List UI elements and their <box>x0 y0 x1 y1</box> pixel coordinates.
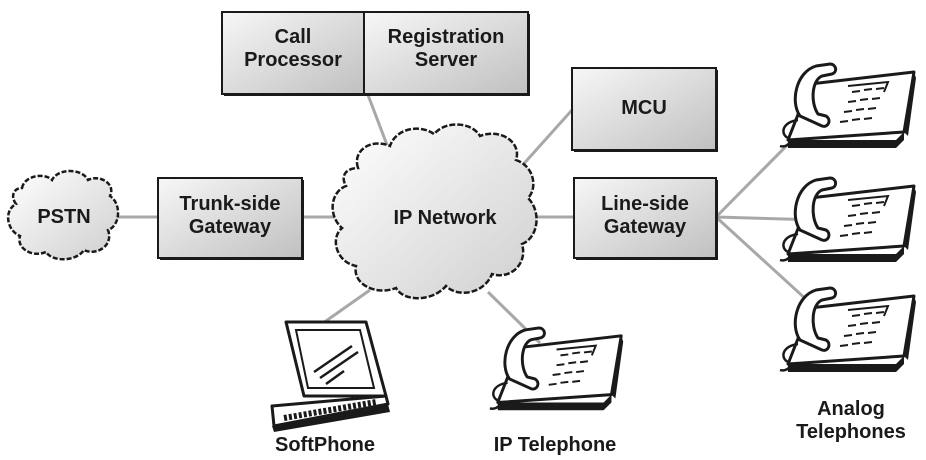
pstn-cloud <box>7 169 120 261</box>
call-processor-line1: Call <box>274 26 312 48</box>
analog-telephones-label: Analog Telephones <box>786 398 916 444</box>
trunk-gateway-line1: Trunk-side <box>179 193 281 215</box>
registration-server-line2: Server <box>414 49 478 71</box>
ip-telephone-label: IP Telephone <box>493 434 617 456</box>
ip-telephone-icon <box>488 326 625 412</box>
call-processor-label: Call Processor <box>222 26 364 72</box>
analog-telephone-3-icon <box>778 286 918 374</box>
link-mcu-ipnet <box>518 108 574 170</box>
laptop-icon <box>270 320 390 432</box>
call-processor-line2: Processor <box>244 49 342 71</box>
line-gateway-line1: Line-side <box>601 193 689 215</box>
pstn-label: PSTN <box>37 206 91 228</box>
trunk-gateway-line2: Gateway <box>188 216 272 238</box>
mcu-box <box>571 67 718 152</box>
trunk-gateway-label: Trunk-side Gateway <box>158 193 302 239</box>
registration-server-label: Registration Server <box>364 26 528 72</box>
registration-server-box <box>224 11 530 96</box>
analog-telephones-line1: Analog <box>817 398 885 420</box>
trunk-gateway-box <box>157 177 304 260</box>
ip-network-label: IP Network <box>393 207 497 229</box>
registration-server-line1: Registration <box>387 26 505 48</box>
line-gateway-box <box>573 177 718 260</box>
line-gateway-label: Line-side Gateway <box>574 193 716 239</box>
analog-telephone-1-icon <box>778 62 918 150</box>
analog-telephones-line2: Telephones <box>796 421 906 443</box>
softphone-label: SoftPhone <box>275 434 375 456</box>
analog-telephone-2-icon <box>778 176 918 264</box>
ip-network-cloud <box>331 123 538 300</box>
link-linegw-phone3 <box>714 215 822 314</box>
line-gateway-line2: Gateway <box>603 216 687 238</box>
mcu-label: MCU <box>621 97 667 119</box>
